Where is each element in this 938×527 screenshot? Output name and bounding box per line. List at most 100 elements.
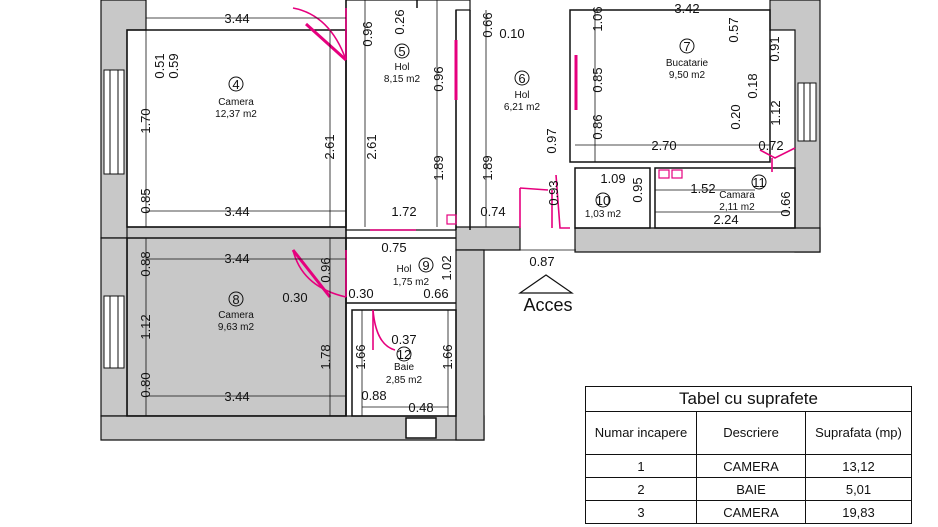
dim: 1.89 [431, 155, 446, 180]
dim: 0.86 [590, 114, 605, 139]
dim: 0.91 [767, 36, 782, 61]
dim: 0.59 [166, 53, 181, 78]
col-header-description: Descriere [696, 411, 806, 455]
dim: 1.52 [690, 181, 715, 196]
dim: 0.51 [152, 53, 167, 78]
dim: 0.85 [590, 67, 605, 92]
cell-description: CAMERA [696, 500, 806, 524]
dim: 0.93 [546, 180, 561, 205]
area-table: Tabel cu suprafete Numar incapere Descri… [585, 386, 912, 524]
dimension-lines [145, 0, 790, 416]
dim: 0.75 [381, 240, 406, 255]
room-12-name: Baie [394, 362, 414, 373]
cell-area: 13,12 [805, 454, 912, 478]
room-10-area: 1,03 m2 [585, 209, 622, 220]
dim: 0.96 [360, 21, 375, 46]
room-12-area: 2,85 m2 [386, 375, 423, 386]
room-4-area: 12,37 m2 [215, 109, 257, 120]
dim: 1.06 [590, 6, 605, 31]
room-6-name: Hol [514, 90, 529, 101]
windows [103, 69, 817, 369]
dim: 1.12 [768, 100, 783, 125]
room-7-num: 7 [683, 39, 690, 54]
dim: 0.96 [318, 257, 333, 282]
dim: 0.74 [480, 204, 505, 219]
entrance-label: Acces [523, 295, 572, 315]
cell-number: 3 [585, 500, 697, 524]
dim: 0.88 [138, 251, 153, 276]
room-10-num: 10 [596, 193, 610, 208]
table-row: 2 BAIE 5,01 [585, 477, 912, 501]
dim: 0.30 [282, 290, 307, 305]
dim: 0.85 [138, 188, 153, 213]
dim: 0.10 [499, 26, 524, 41]
dim: 0.37 [391, 332, 416, 347]
cell-area: 19,83 [805, 500, 912, 524]
dim: 0.96 [431, 66, 446, 91]
room-5-num: 5 [398, 44, 405, 59]
dim: 1.70 [138, 108, 153, 133]
cell-area: 5,01 [805, 477, 912, 501]
dim: 2.70 [651, 138, 676, 153]
dim: 0.48 [408, 400, 433, 415]
col-header-area: Suprafata (mp) [805, 411, 912, 455]
dim: 1.78 [318, 344, 333, 369]
dim: 2.61 [322, 134, 337, 159]
room-9-area: 1,75 m2 [393, 277, 430, 288]
dim: 0.57 [726, 17, 741, 42]
room-labels: 4 Camera 12,37 m2 5 Hol 8,15 m2 6 Hol 6,… [215, 38, 767, 386]
dim: 0.80 [138, 372, 153, 397]
table-row: 3 CAMERA 19,83 [585, 500, 912, 524]
dim: 1.89 [480, 155, 495, 180]
cell-description: BAIE [696, 477, 806, 501]
dim: 0.20 [728, 104, 743, 129]
dim: 0.97 [544, 128, 559, 153]
room-11-num: 11 [752, 175, 766, 190]
cell-number: 2 [585, 477, 697, 501]
room-8-name: Camera [218, 310, 254, 321]
room-6-num: 6 [518, 71, 525, 86]
room-8-num: 8 [232, 292, 239, 307]
dim: 0.95 [630, 177, 645, 202]
room-4-num: 4 [232, 77, 239, 92]
room-6-area: 6,21 m2 [504, 102, 541, 113]
cell-description: CAMERA [696, 454, 806, 478]
dim: 0.66 [778, 191, 793, 216]
table-title: Tabel cu suprafete [585, 386, 912, 412]
walls [100, 0, 821, 441]
room-7-name: Bucatarie [666, 58, 709, 69]
dim: 1.02 [439, 255, 454, 280]
room-4-name: Camera [218, 97, 254, 108]
dim: 1.09 [600, 171, 625, 186]
cell-number: 1 [585, 454, 697, 478]
dim: 0.87 [529, 254, 554, 269]
dim: 3.44 [224, 204, 249, 219]
room-9-num: 9 [422, 258, 429, 273]
dim: 1.66 [353, 344, 368, 369]
entrance-arrow-icon [518, 274, 574, 294]
dim: 0.66 [480, 12, 495, 37]
dim: 3.44 [224, 389, 249, 404]
dimension-texts: 3.44 0.51 0.59 1.70 2.61 0.85 3.44 0.96 … [138, 1, 793, 415]
dim: 0.26 [392, 9, 407, 34]
room-11-area: 2,11 m2 [719, 202, 755, 213]
dim: 1.12 [138, 314, 153, 339]
dim: 0.88 [361, 388, 386, 403]
col-header-number: Numar incapere [585, 411, 697, 455]
dim: 3.44 [224, 11, 249, 26]
dim: 0.72 [758, 138, 783, 153]
dim: 3.44 [224, 251, 249, 266]
room-5-name: Hol [394, 62, 409, 73]
room-5-area: 8,15 m2 [384, 74, 421, 85]
dim: 1.72 [391, 204, 416, 219]
room-9-name: Hol [396, 264, 411, 275]
dim: 0.66 [423, 286, 448, 301]
table-row: 1 CAMERA 13,12 [585, 454, 912, 478]
dim: 3.42 [674, 1, 699, 16]
room-12-num: 12 [397, 347, 411, 362]
room-11-name: Camara [719, 190, 755, 201]
dim: 1.66 [440, 344, 455, 369]
dim: 2.24 [713, 212, 738, 227]
dim: 0.18 [745, 73, 760, 98]
